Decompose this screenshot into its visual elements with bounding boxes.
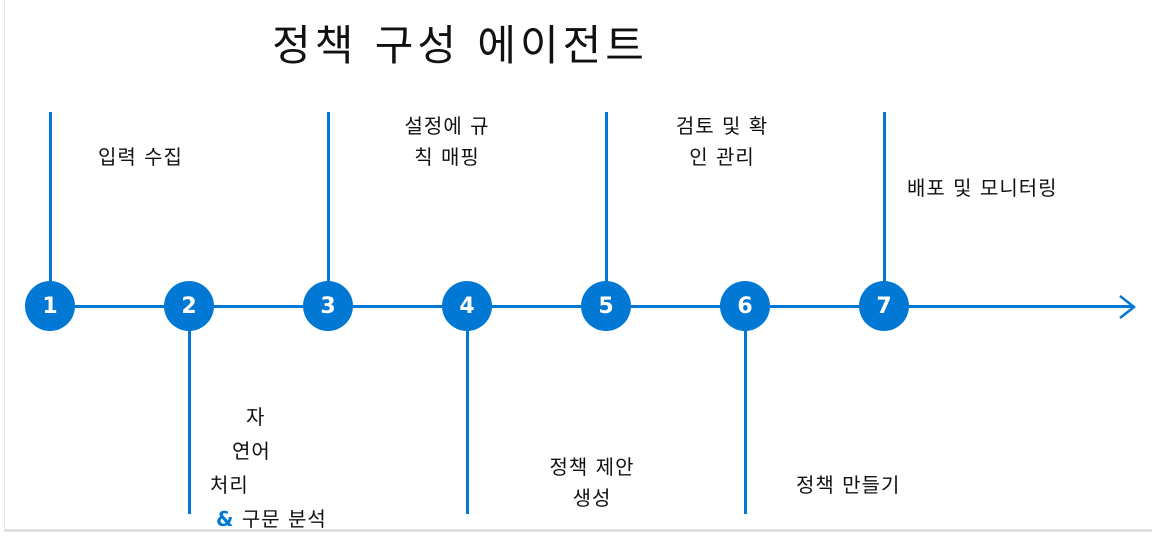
label-line: 정책 만들기 [796, 473, 901, 497]
step-node-2: 2 [164, 281, 214, 331]
label-line: 배포 및 모니터링 [907, 176, 1058, 200]
label-line: 생성 [572, 486, 612, 510]
connector-step-3 [327, 112, 330, 282]
step-label-6: 정책 만들기 [796, 470, 900, 501]
connector-step-2 [188, 330, 191, 514]
step-node-1: 1 [25, 281, 75, 331]
step-node-6: 6 [720, 281, 770, 331]
diagram-title: 정책 구성 에이전트 [272, 21, 648, 70]
ampersand: & [216, 507, 235, 531]
label-line: 정책 제안 [549, 455, 635, 479]
connector-step-1 [49, 112, 52, 282]
step-node-5: 5 [581, 281, 631, 331]
step-label-2: 자 연어 처리 & 구문 분석 [210, 400, 326, 536]
connector-step-6 [744, 330, 747, 514]
diagram-frame [4, 0, 1152, 532]
step-node-4: 4 [442, 281, 492, 331]
step-label-4: 정책 제안 생성 [517, 452, 667, 514]
label-line: 칙 매핑 [414, 145, 480, 169]
connector-step-5 [605, 112, 608, 282]
step-node-3: 3 [303, 281, 353, 331]
label-line: 구문 분석 [241, 507, 327, 531]
label-line: 인 관리 [689, 145, 755, 169]
step-label-5: 검토 및 확 인 관리 [647, 111, 797, 173]
label-line: 처리 [210, 473, 249, 497]
label-line: 자 [246, 405, 266, 429]
step-label-1: 입력 수집 [98, 142, 183, 173]
label-line: 설정에 규 [404, 114, 490, 138]
label-line: 입력 수집 [98, 145, 183, 169]
step-label-3: 설정에 규 칙 매핑 [372, 111, 522, 173]
connector-step-7 [883, 112, 886, 282]
arrow-right-icon [1119, 295, 1137, 319]
connector-step-4 [466, 330, 469, 514]
label-line: 연어 [232, 439, 271, 463]
label-line: 검토 및 확 [675, 114, 769, 138]
step-node-7: 7 [859, 281, 909, 331]
step-label-7: 배포 및 모니터링 [907, 173, 1058, 204]
